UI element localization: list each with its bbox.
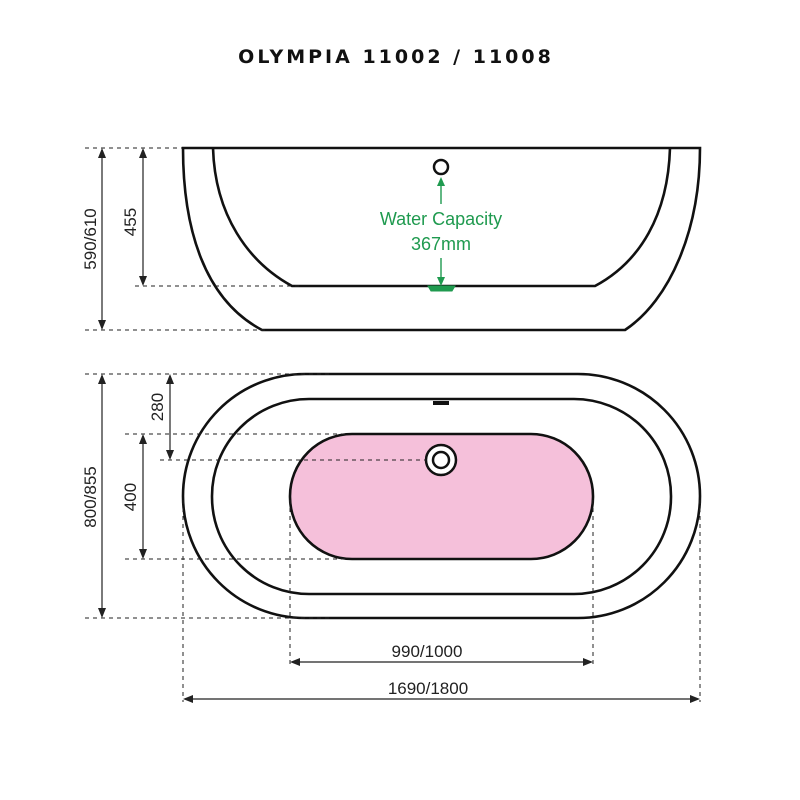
dimension-offset xyxy=(166,374,174,460)
total-length-label: 1690/1800 xyxy=(388,679,468,698)
dimension-basin-length xyxy=(290,658,593,666)
dimension-inner-height xyxy=(139,148,147,286)
overflow-slot xyxy=(433,401,449,405)
product-title: OLYMPIA 11002 / 11008 xyxy=(238,46,554,68)
water-capacity-label: Water Capacity xyxy=(380,209,502,229)
basin-floor xyxy=(288,432,595,561)
total-width-label: 800/855 xyxy=(81,466,100,527)
side-view: Water Capacity 367mm 590/610 455 xyxy=(81,146,702,332)
water-capacity-value: 367mm xyxy=(411,234,471,254)
inner-height-label: 455 xyxy=(121,208,140,236)
dimension-total-width xyxy=(98,374,106,618)
waste-outlet xyxy=(427,285,456,292)
drain-inner xyxy=(431,450,451,470)
total-height-label: 590/610 xyxy=(81,208,100,269)
overflow-circle xyxy=(432,158,450,176)
basin-width-label: 400 xyxy=(121,483,140,511)
offset-label: 280 xyxy=(148,393,167,421)
tub-side-outer-shell xyxy=(181,146,702,332)
water-capacity-arrows xyxy=(437,177,445,286)
dimension-total-length xyxy=(183,695,700,703)
top-view: 800/855 280 400 990/1000 1690/1800 xyxy=(81,372,702,703)
dimension-total-height xyxy=(98,148,106,330)
basin-length-label: 990/1000 xyxy=(392,642,463,661)
dimension-basin-width xyxy=(139,434,147,559)
